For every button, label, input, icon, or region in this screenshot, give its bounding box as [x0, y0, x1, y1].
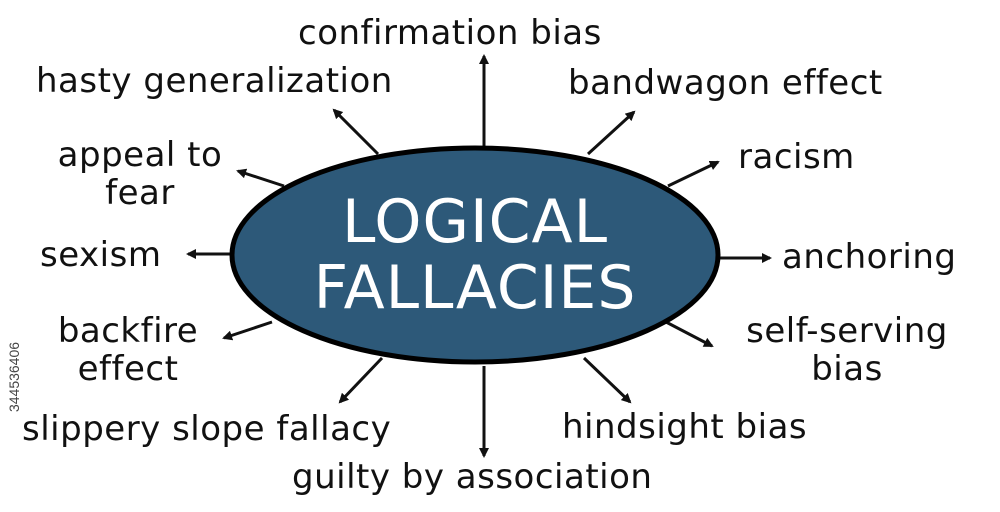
label-backfire-effect-line2: effect: [77, 349, 179, 389]
label-backfire-effect-line1: backfire: [57, 311, 199, 351]
label-appeal-to-fear-line1: appeal to: [57, 135, 223, 175]
arrow-hindsight-bias: [582, 356, 632, 404]
label-bandwagon-effect: bandwagon effect: [568, 63, 883, 103]
label-appeal-to-fear: appeal to fear: [40, 136, 240, 212]
label-hindsight-bias: hindsight bias: [562, 407, 808, 447]
label-racism: racism: [738, 137, 855, 177]
label-self-serving-bias-line1: self-serving: [746, 311, 948, 351]
arrow-bandwagon-effect: [586, 110, 636, 156]
stock-id-watermark: 344536406: [2, 262, 26, 492]
arrow-racism: [667, 160, 720, 188]
arrow-hasty-generalization: [332, 108, 380, 156]
center-ellipse: [229, 145, 721, 365]
label-slippery-slope-fallacy: slippery slope fallacy: [22, 409, 392, 449]
label-confirmation-bias: confirmation bias: [298, 13, 602, 53]
arrow-self-serving-bias: [665, 320, 714, 348]
arrow-slippery-slope-fallacy: [338, 356, 384, 404]
center-title: LOGICAL FALLACIES: [232, 150, 718, 360]
label-hasty-generalization: hasty generalization: [36, 61, 393, 101]
label-backfire-effect: backfire effect: [30, 312, 226, 388]
label-appeal-to-fear-line2: fear: [105, 173, 175, 213]
arrow-appeal-to-fear: [236, 168, 285, 188]
center-title-line2: FALLACIES: [313, 253, 637, 323]
label-guilty-by-association: guilty by association: [292, 457, 653, 497]
stock-id-text: 344536406: [6, 341, 22, 413]
label-self-serving-bias-line2: bias: [811, 349, 883, 389]
label-anchoring: anchoring: [782, 237, 957, 277]
arrow-backfire-effect: [222, 320, 273, 341]
label-self-serving-bias: self-serving bias: [722, 312, 972, 388]
label-sexism: sexism: [40, 235, 162, 275]
center-title-line1: LOGICAL: [341, 187, 609, 257]
